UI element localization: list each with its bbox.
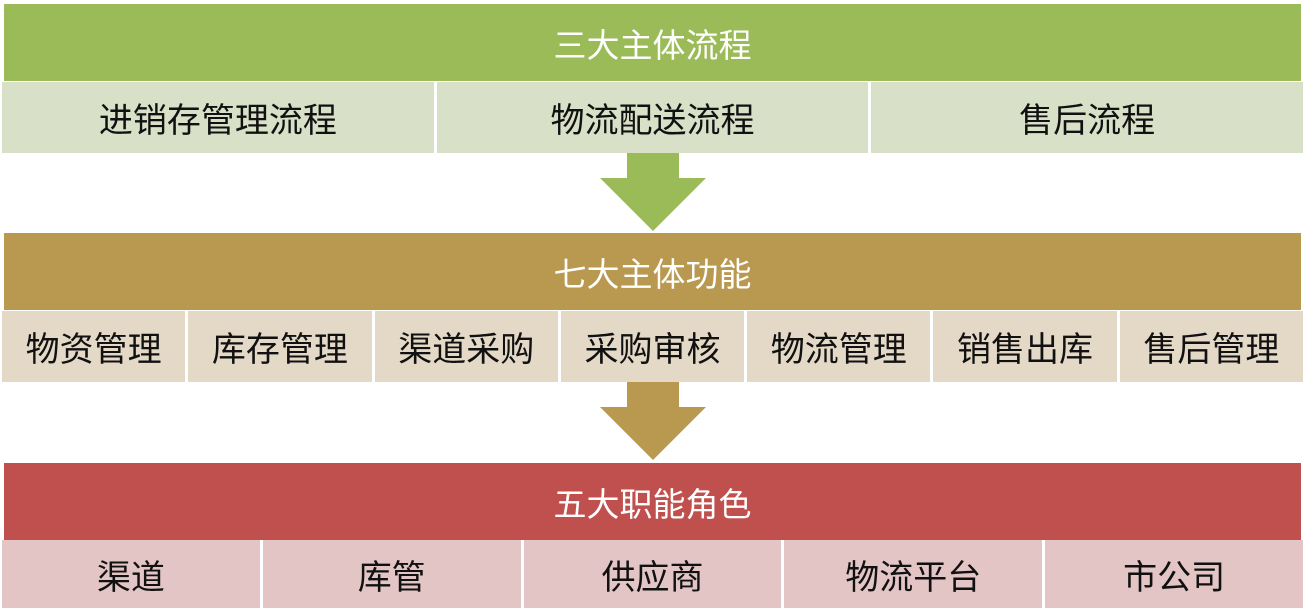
process-item: 进销存管理流程 — [2, 82, 434, 153]
function-item: 库存管理 — [188, 311, 372, 382]
process-item: 售后流程 — [871, 82, 1304, 153]
function-item: 售后管理 — [1119, 311, 1303, 382]
role-item: 物流平台 — [784, 540, 1043, 608]
level-2-items: 物资管理 库存管理 渠道采购 采购审核 物流管理 销售出库 售后管理 — [2, 311, 1303, 382]
role-item: 库管 — [262, 540, 521, 608]
level-1-header: 三大主体流程 — [4, 4, 1301, 81]
level-1-items: 进销存管理流程 物流配送流程 售后流程 — [2, 82, 1304, 153]
function-item: 物资管理 — [2, 311, 186, 382]
function-item: 采购审核 — [560, 311, 745, 382]
function-item: 销售出库 — [933, 311, 1117, 382]
function-item: 渠道采购 — [374, 311, 558, 382]
level-3-header: 五大职能角色 — [4, 463, 1301, 540]
process-item: 物流配送流程 — [436, 82, 869, 153]
down-arrow-icon — [600, 153, 706, 231]
down-arrow-icon — [600, 382, 706, 460]
role-item: 供应商 — [523, 540, 782, 608]
level-2-header: 七大主体功能 — [4, 233, 1301, 310]
level-3-items: 渠道 库管 供应商 物流平台 市公司 — [2, 540, 1303, 608]
function-item: 物流管理 — [747, 311, 931, 382]
role-item: 市公司 — [1045, 540, 1303, 608]
role-item: 渠道 — [2, 540, 260, 608]
